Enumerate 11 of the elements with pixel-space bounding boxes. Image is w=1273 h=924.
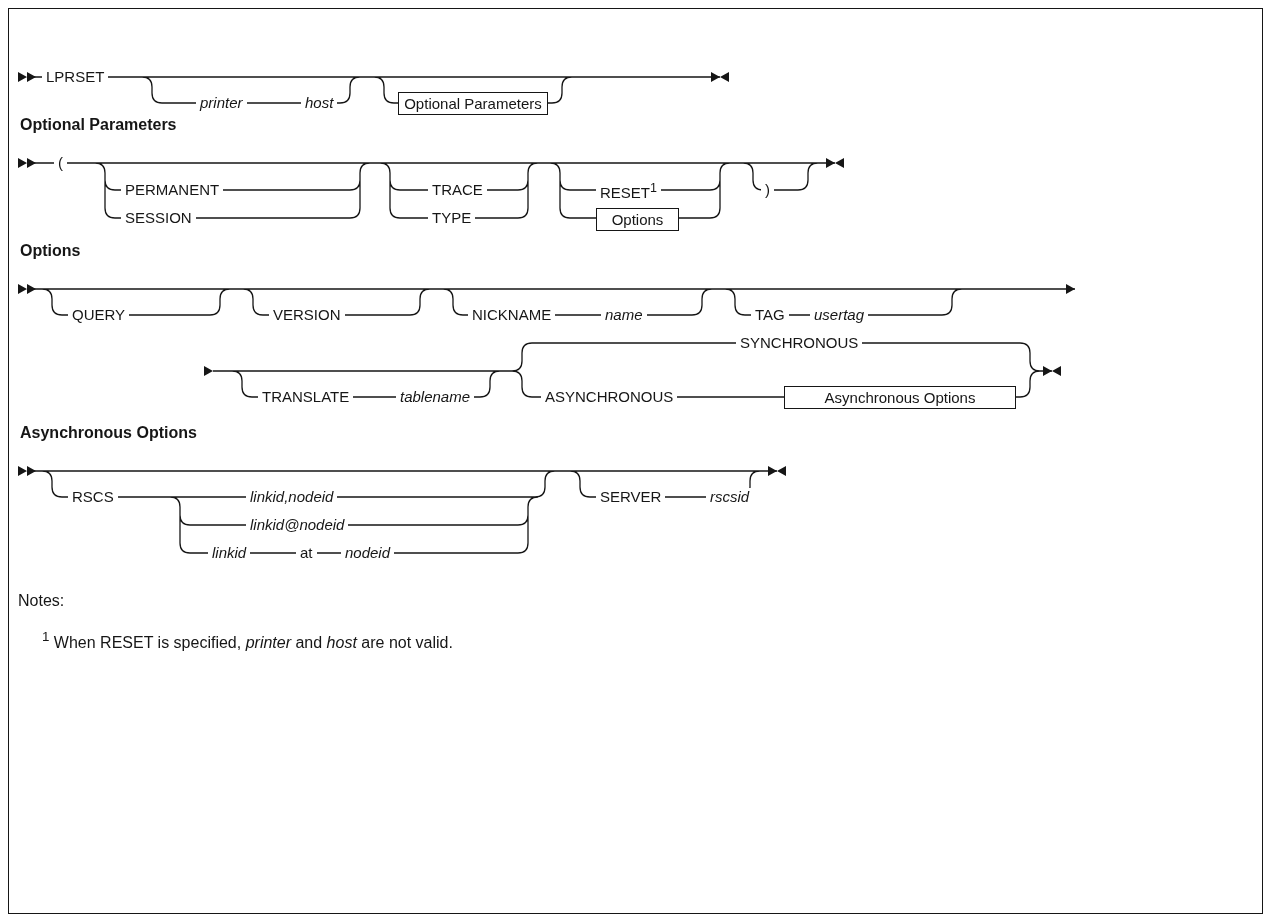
keyword: ( [54,154,67,172]
variable: linkid@nodeid [246,516,349,534]
variable: linkid,nodeid [246,488,338,506]
section-heading: Optional Parameters [20,116,177,134]
syntax-reference-box: Options [596,208,679,231]
section-heading: Asynchronous Options [20,424,197,442]
syntax-reference-box: Optional Parameters [398,92,548,115]
keyword: ) [761,181,774,199]
variable: printer [196,94,247,112]
section-heading: Options [20,242,81,260]
syntax-reference-box: Asynchronous Options [784,386,1016,409]
